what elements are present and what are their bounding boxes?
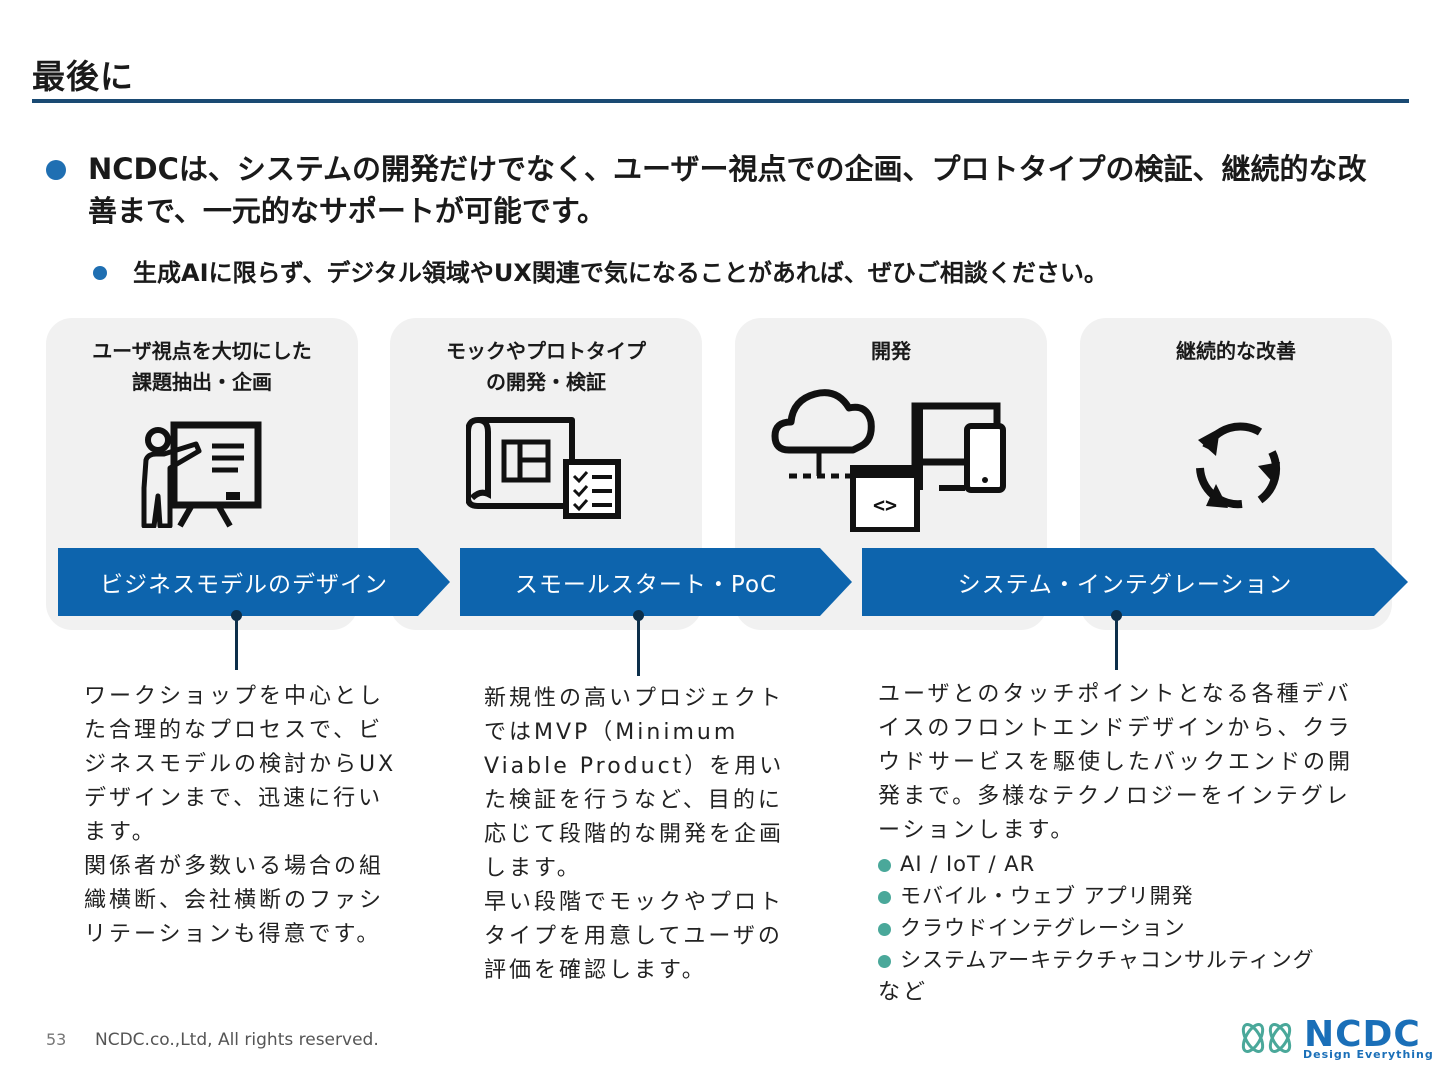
card-title: 開発 xyxy=(871,339,911,363)
cycle-icon xyxy=(1188,418,1288,518)
list-item: システムアーキテクチャコンサルティング xyxy=(878,944,1360,976)
connector-dot xyxy=(231,610,242,621)
phase-label: ビジネスモデルのデザイン xyxy=(100,572,388,598)
list-item: クラウドインテグレーション xyxy=(878,912,1360,944)
bullet-dot xyxy=(46,160,66,180)
card-title: モックやプロトタイプ の開発・検証 xyxy=(446,339,646,394)
connector-dot xyxy=(1111,610,1122,621)
connector-line xyxy=(637,616,640,676)
logo-text: NCDC xyxy=(1304,1014,1421,1055)
ncdc-logo-icon xyxy=(1238,1016,1298,1064)
copyright: NCDC.co.,Ltd, All rights reserved. xyxy=(95,1030,379,1050)
phase-label: システム・インテグレーション xyxy=(957,572,1293,598)
connector-dot xyxy=(633,610,644,621)
phase-poc: スモールスタート・PoC xyxy=(460,548,852,616)
card-title: 継続的な改善 xyxy=(1176,339,1296,363)
bullet-dot xyxy=(93,266,107,280)
connector-line xyxy=(1115,616,1118,670)
blueprint-icon xyxy=(465,410,626,534)
etc-text: など xyxy=(878,980,929,1005)
technology-list: AI / IoT / AR モバイル・ウェブ アプリ開発 クラウドインテグレーシ… xyxy=(878,848,1360,976)
phase-business-model: ビジネスモデルのデザイン xyxy=(58,548,450,616)
description-paragraph: 関係者が多数いる場合の組織横断、会社横断のファシリテーションも得意です。 xyxy=(84,854,385,947)
description-paragraph: ユーザとのタッチポイントとなる各種デバイスのフロントエンドデザインから、クラウド… xyxy=(878,682,1354,843)
phase-system-integration: システム・インテグレーション xyxy=(862,548,1408,616)
list-item: AI / IoT / AR xyxy=(878,848,1360,880)
page-number: 53 xyxy=(46,1030,67,1049)
sub-bullet: 生成AIに限らず、デジタル領域やUX関連で気になることがあれば、ぜひご相談くださ… xyxy=(133,259,1108,287)
description-paragraph: 早い段階でモックやプロトタイプを用意してユーザの評価を確認します。 xyxy=(484,890,785,983)
description-paragraph: ワークショップを中心とした合理的なプロセスで、ビジネスモデルの検討からUXデザイ… xyxy=(84,684,397,845)
connector-line xyxy=(235,616,238,670)
main-bullet: NCDCは、システムの開発だけでなく、ユーザー視点での企画、プロトタイプの検証、… xyxy=(88,152,1367,228)
title-divider xyxy=(32,99,1409,103)
svg-text:<>: <> xyxy=(873,493,897,517)
phase-label: スモールスタート・PoC xyxy=(514,572,778,598)
page-title: 最後に xyxy=(32,57,134,96)
presentation-icon xyxy=(134,418,264,532)
devices-icon: <> xyxy=(769,380,1019,536)
list-item: モバイル・ウェブ アプリ開発 xyxy=(878,880,1360,912)
description-paragraph: 新規性の高いプロジェクトではMVP（Minimum Viable Product… xyxy=(484,686,785,881)
logo-tagline: Design Everything xyxy=(1303,1048,1434,1061)
description-business: ワークショップを中心とした合理的なプロセスで、ビジネスモデルの検討からUXデザイ… xyxy=(84,680,398,952)
description-si: ユーザとのタッチポイントとなる各種デバイスのフロントエンドデザインから、クラウド… xyxy=(878,678,1360,1010)
card-title: ユーザ視点を大切にした 課題抽出・企画 xyxy=(92,339,312,394)
description-poc: 新規性の高いプロジェクトではMVP（Minimum Viable Product… xyxy=(484,682,800,988)
